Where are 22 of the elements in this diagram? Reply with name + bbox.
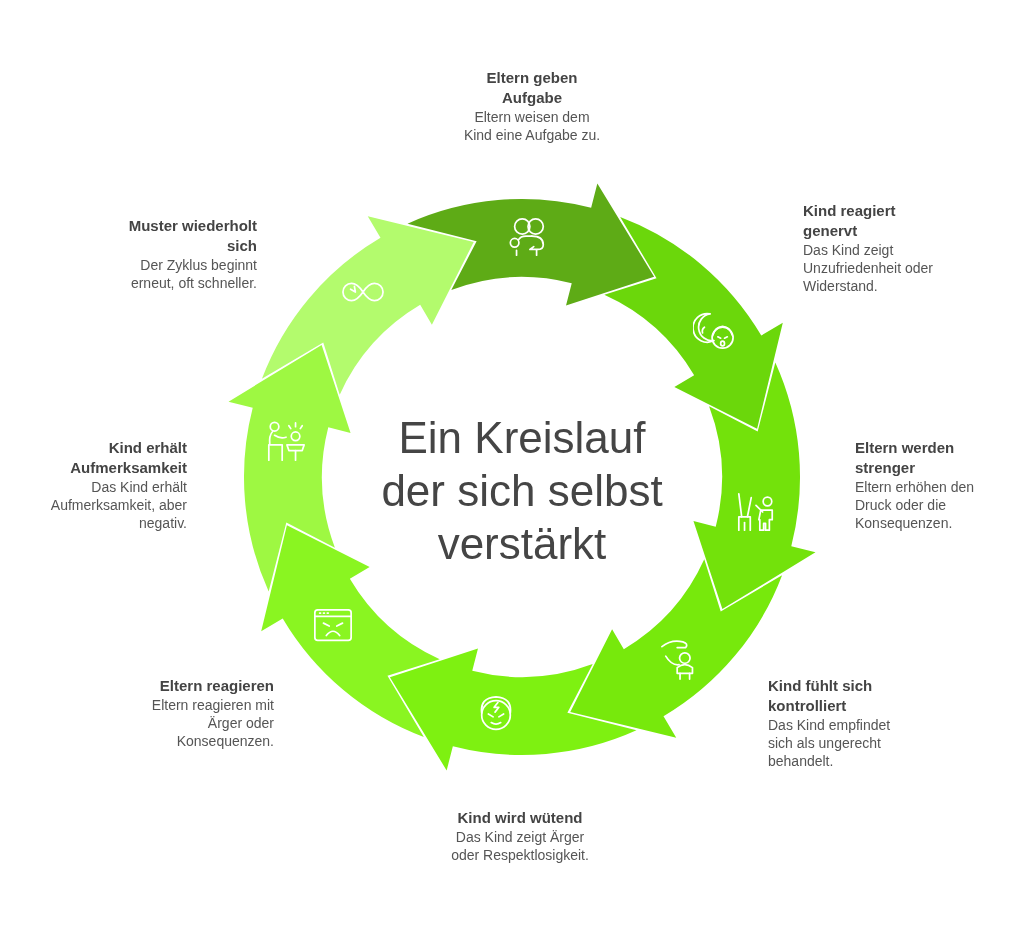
arrow-segment [261,216,474,395]
step-title: Kind reagiert genervt [803,201,897,241]
step-title: Kind wird wütend [456,808,584,828]
arrow-segment [228,344,351,592]
step-title: Eltern geben Aufgabe [485,68,579,108]
step-description: Der Zyklus beginnt erneut, oft schneller. [129,256,257,292]
step-description: Das Kind zeigt Ärger oder Respektlosigkeit. [450,828,590,864]
step-title: Eltern reagieren [158,676,274,696]
step-description: Das Kind empfindet sich als ungerecht behandelt. [768,716,892,770]
step-title: Muster wiederholt sich [127,216,257,256]
arrow-segment [389,648,637,771]
step-description: Eltern reagieren mit Ärger oder Konsequenzen. [150,696,274,750]
step-description: Das Kind zeigt Unzufriedenheit oder Widerstand. [803,241,934,295]
step-title: Kind fühlt sich kontrolliert [768,676,874,716]
step-title: Kind erhält Aufmerksamkeit [69,438,187,478]
arrow-segment [407,183,655,306]
step-title: Eltern werden strenger [855,438,956,478]
diagram-title: Ein Kreislauf der sich selbst verstärkt [380,412,664,570]
step-description: Das Kind erhält Aufmerksamkeit, aber negativ. [49,478,187,532]
step-description: Eltern weisen dem Kind eine Aufgabe zu. [462,108,602,144]
arrow-segment [693,362,816,610]
step-description: Eltern erhöhen den Druck oder die Konsequenzen. [855,478,976,532]
